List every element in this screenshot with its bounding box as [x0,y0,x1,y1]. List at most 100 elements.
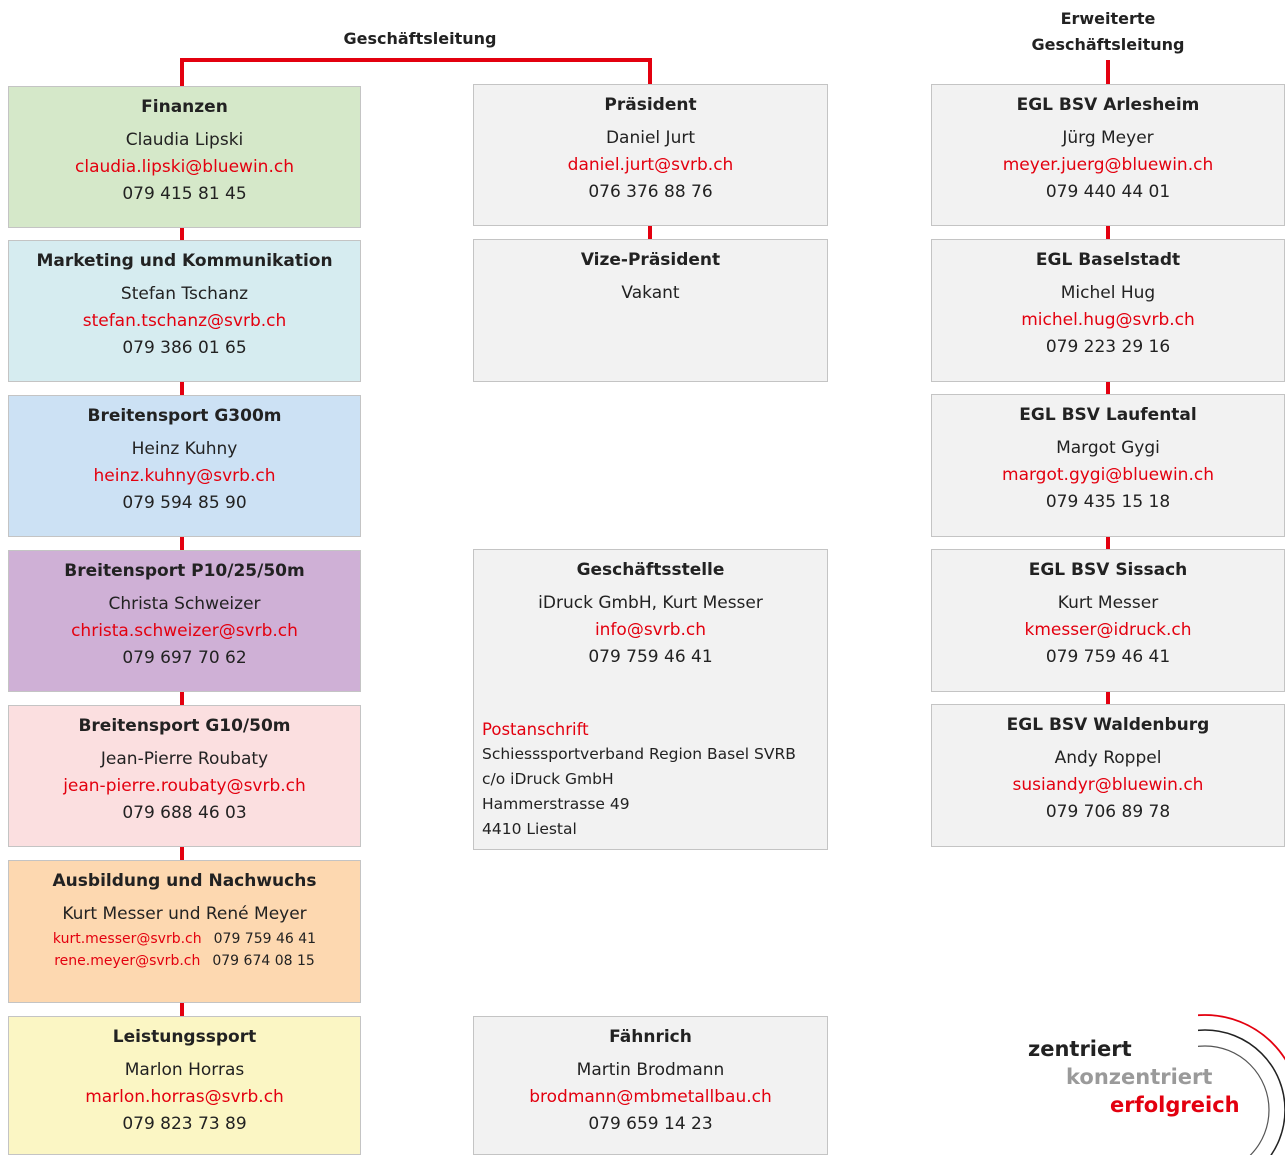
box-breitensport-g300m: Breitensport G300m Heinz Kuhny heinz.kuh… [8,395,361,537]
email-link[interactable]: meyer.juerg@bluewin.ch [1002,155,1214,175]
box-title: Breitensport G300m [87,406,282,426]
email-link[interactable]: rene.meyer@svrb.ch [54,953,201,969]
person-name: Claudia Lipski [125,130,244,150]
box-ausbildung: Ausbildung und Nachwuchs Kurt Messer und… [8,860,361,1003]
phone-number: 079 659 14 23 [588,1114,713,1134]
phone-number: 079 697 70 62 [122,648,247,668]
phone-number: 079 688 46 03 [122,803,247,823]
box-title: Präsident [604,95,697,115]
address-line: Schiesssportverband Region Basel SVRB [482,745,796,763]
box-leistungssport: Leistungssport Marlon Horras marlon.horr… [8,1016,361,1155]
person-name: Jürg Meyer [1062,128,1154,148]
logo-arcs-icon [1020,1005,1285,1155]
connector-right-1 [1106,226,1110,240]
email-link[interactable]: christa.schweizer@svrb.ch [71,621,298,641]
box-title: Marketing und Kommunikation [36,251,333,271]
box-egl-waldenburg: EGL BSV Waldenburg Andy Roppel susiandyr… [931,704,1285,847]
phone-number: 079 759 46 41 [1045,647,1171,667]
box-title: Finanzen [141,97,228,117]
contact-row: rene.meyer@svrb.ch 079 674 08 15 [9,950,360,972]
person-name: Andy Roppel [1054,748,1162,768]
postal-address: Postanschrift Schiesssportverband Region… [474,717,827,842]
address-label: Postanschrift [482,720,589,739]
email-link[interactable]: stefan.tschanz@svrb.ch [82,311,287,331]
person-name: Christa Schweizer [108,594,261,614]
heading-egl-line2: Geschäftsleitung [1031,35,1185,54]
box-egl-arlesheim: EGL BSV Arlesheim Jürg Meyer meyer.juerg… [931,84,1285,226]
box-title: Vize-Präsident [580,250,721,270]
box-title: Ausbildung und Nachwuchs [52,871,317,891]
person-name: Jean-Pierre Roubaty [100,749,269,769]
person-name: Michel Hug [1060,283,1156,303]
box-vize-praesident: Vize-Präsident Vakant [473,239,828,382]
logo-word-1: zentriert [1028,1037,1132,1061]
box-title: Breitensport G10/50m [78,716,291,736]
box-title: Fähnrich [609,1027,692,1047]
email-link[interactable]: susiandyr@bluewin.ch [1012,775,1204,795]
box-title: EGL BSV Arlesheim [1016,95,1200,115]
box-breitensport-p10: Breitensport P10/25/50m Christa Schweize… [8,550,361,692]
email-link[interactable]: heinz.kuhny@svrb.ch [93,466,276,486]
box-egl-laufental: EGL BSV Laufental Margot Gygi margot.gyg… [931,394,1285,537]
phone-number: 079 674 08 15 [212,953,315,969]
connector-gl-right-drop [648,58,652,86]
box-praesident: Präsident Daniel Jurt daniel.jurt@svrb.c… [473,84,828,226]
email-link[interactable]: margot.gygi@bluewin.ch [1002,465,1214,485]
heading-egl-line1: Erweiterte [1060,9,1156,28]
address-line: 4410 Liestal [482,820,577,838]
connector-right-2 [1106,382,1110,396]
phone-number: 079 386 01 65 [122,338,247,358]
phone-number: 079 594 85 90 [122,493,247,513]
connector-left-2 [180,382,184,396]
logo-word-2: konzentriert [1066,1065,1213,1089]
box-title: EGL BSV Sissach [1028,560,1188,580]
email-link[interactable]: kmesser@idruck.ch [1024,620,1192,640]
email-link[interactable]: brodmann@mbmetallbau.ch [529,1087,772,1107]
phone-number: 079 823 73 89 [122,1114,247,1134]
address-line: Hammerstrasse 49 [482,795,630,813]
phone-number: 079 435 15 18 [1045,492,1171,512]
connector-gl-left-drop [180,58,184,88]
email-link[interactable]: marlon.horras@svrb.ch [85,1087,284,1107]
connector-left-3 [180,537,184,551]
email-link[interactable]: daniel.jurt@svrb.ch [567,155,734,175]
person-name: Martin Brodmann [576,1060,725,1080]
phone-number: 079 706 89 78 [1045,802,1171,822]
box-title: EGL BSV Laufental [1019,405,1197,425]
box-finanzen: Finanzen Claudia Lipski claudia.lipski@b… [8,86,361,228]
phone-number: 079 759 46 41 [213,931,317,947]
connector-left-1 [180,228,184,242]
person-name: Kurt Messer und René Meyer [62,904,307,924]
phone-number: 079 759 46 41 [588,647,713,667]
email-link[interactable]: kurt.messer@svrb.ch [52,931,202,947]
connector-right-4 [1106,692,1110,706]
person-name: Kurt Messer [1057,593,1159,613]
email-link[interactable]: jean-pierre.roubaty@svrb.ch [63,776,306,796]
box-title: Leistungssport [112,1027,257,1047]
person-name: Marlon Horras [124,1060,245,1080]
box-title: Breitensport P10/25/50m [64,561,305,581]
connector-egl-drop [1106,60,1110,86]
email-link[interactable]: claudia.lipski@bluewin.ch [75,157,294,177]
logo-word-3: erfolgreich [1110,1093,1240,1117]
connector-left-6 [180,1003,184,1017]
heading-geschaeftsleitung: Geschäftsleitung [343,29,497,48]
connector-gl-horizontal [180,58,652,62]
heading-erweiterte-geschaeftsleitung: Erweiterte Geschäftsleitung [1008,6,1208,58]
connector-middle-1 [648,226,652,240]
box-faehnrich: Fähnrich Martin Brodmann brodmann@mbmeta… [473,1016,828,1155]
phone-number: 079 223 29 16 [1045,337,1171,357]
box-title: EGL BSV Waldenburg [1006,715,1210,735]
person-name: Margot Gygi [1056,438,1160,458]
connector-right-3 [1106,537,1110,551]
phone-number: 076 376 88 76 [588,182,713,202]
person-name: Daniel Jurt [605,128,696,148]
box-breitensport-g10: Breitensport G10/50m Jean-Pierre Roubaty… [8,705,361,847]
person-name: Stefan Tschanz [120,284,249,304]
email-link[interactable]: info@svrb.ch [594,620,707,640]
person-name: Vakant [621,283,680,303]
phone-number: 079 440 44 01 [1045,182,1171,202]
box-egl-sissach: EGL BSV Sissach Kurt Messer kmesser@idru… [931,549,1285,692]
box-marketing: Marketing und Kommunikation Stefan Tscha… [8,240,361,382]
email-link[interactable]: michel.hug@svrb.ch [1021,310,1195,330]
